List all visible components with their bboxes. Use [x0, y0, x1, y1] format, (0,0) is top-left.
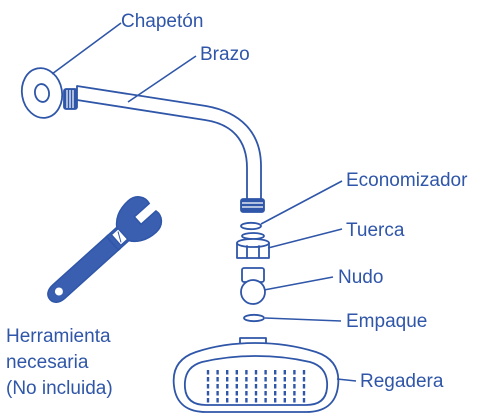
nozzle [302, 384, 306, 389]
nozzle [254, 384, 258, 389]
nozzle [274, 391, 277, 396]
nozzle [235, 384, 238, 389]
nozzle [283, 391, 286, 396]
tool-note-line-2: necesaria [6, 352, 89, 373]
nozzle [264, 377, 267, 382]
nozzle [293, 377, 296, 382]
nozzle [226, 370, 229, 375]
nozzle [216, 398, 219, 403]
nozzle [254, 391, 258, 396]
nozzle [235, 377, 238, 382]
label-nudo: Nudo [338, 267, 383, 288]
label-regadera: Regadera [360, 371, 444, 392]
nozzle [264, 384, 267, 389]
nozzle [245, 377, 248, 382]
nozzle [264, 398, 267, 403]
tool-note: Herramienta necesaria (No incluida) [6, 326, 113, 399]
nozzle [254, 370, 258, 375]
escutcheon-plate-part [20, 67, 64, 119]
nozzle [293, 391, 296, 396]
flow-restrictor-part [240, 221, 262, 231]
nozzle [216, 377, 219, 382]
nozzle [283, 398, 286, 403]
label-empaque: Empaque [346, 311, 427, 332]
nozzle [274, 384, 277, 389]
nozzle [274, 370, 277, 375]
nozzle [206, 391, 210, 396]
label-brazo: Brazo [200, 44, 250, 65]
leader-lines [51, 22, 357, 382]
nozzle [245, 398, 248, 403]
shower-head-nozzles [206, 370, 306, 403]
tool-note-line-1: Herramienta [6, 326, 111, 347]
shower-head-part [172, 337, 340, 413]
nozzle [245, 370, 248, 375]
nozzle [206, 384, 210, 389]
ball-joint-part [240, 267, 266, 305]
nozzle [283, 377, 286, 382]
nozzle [283, 384, 286, 389]
nozzle [235, 398, 238, 403]
nozzle [302, 370, 306, 375]
nozzle [206, 377, 210, 382]
nozzle [216, 370, 219, 375]
nozzle [254, 398, 258, 403]
nozzle [302, 398, 306, 403]
shower-arm-part [63, 85, 265, 213]
nozzle [283, 370, 286, 375]
label-economizador: Economizador [346, 170, 468, 191]
nozzle [264, 391, 267, 396]
nozzle [302, 391, 306, 396]
nozzle [293, 398, 296, 403]
nozzle [245, 384, 248, 389]
nozzle [226, 377, 229, 382]
nozzle [293, 384, 296, 389]
nozzle [302, 377, 306, 382]
nozzle [254, 377, 258, 382]
nozzle [274, 377, 277, 382]
nozzle [235, 370, 238, 375]
label-chapeton: Chapetón [121, 11, 203, 32]
nozzle [264, 370, 267, 375]
gasket-part [243, 313, 265, 323]
nozzle [216, 384, 219, 389]
nozzle [206, 398, 210, 403]
nozzle [226, 384, 229, 389]
nozzle [245, 391, 248, 396]
nozzle [226, 391, 229, 396]
nut-part [236, 232, 270, 259]
label-tuerca: Tuerca [346, 220, 405, 241]
nozzle [216, 391, 219, 396]
nozzle [274, 398, 277, 403]
adjustable-wrench-icon [47, 196, 163, 303]
nozzle [293, 370, 296, 375]
nozzle [206, 370, 210, 375]
tool-note-line-3: (No incluida) [6, 378, 113, 399]
nozzle [235, 391, 238, 396]
nozzle [226, 398, 229, 403]
